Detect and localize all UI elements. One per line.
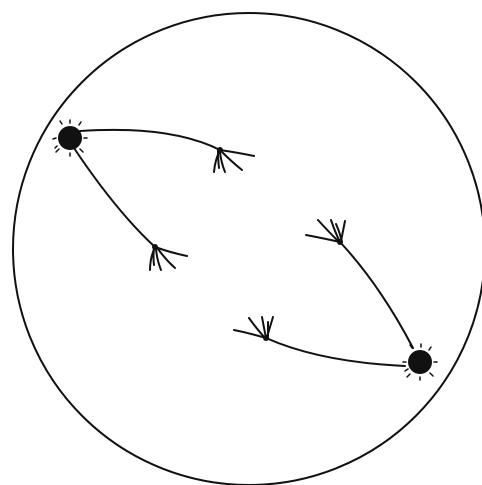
right-group [234, 220, 413, 366]
left-group [72, 130, 254, 270]
upper-fork-right-group [318, 220, 345, 245]
left-arc-upper [80, 130, 220, 150]
left-mass [53, 120, 87, 156]
left-arc-lower [72, 145, 155, 247]
lower-fork-left-group [150, 244, 175, 270]
right-arc-upper [340, 242, 413, 348]
outer-circle [13, 13, 482, 485]
right-mass [403, 344, 437, 380]
right-arc-lower [266, 338, 405, 366]
